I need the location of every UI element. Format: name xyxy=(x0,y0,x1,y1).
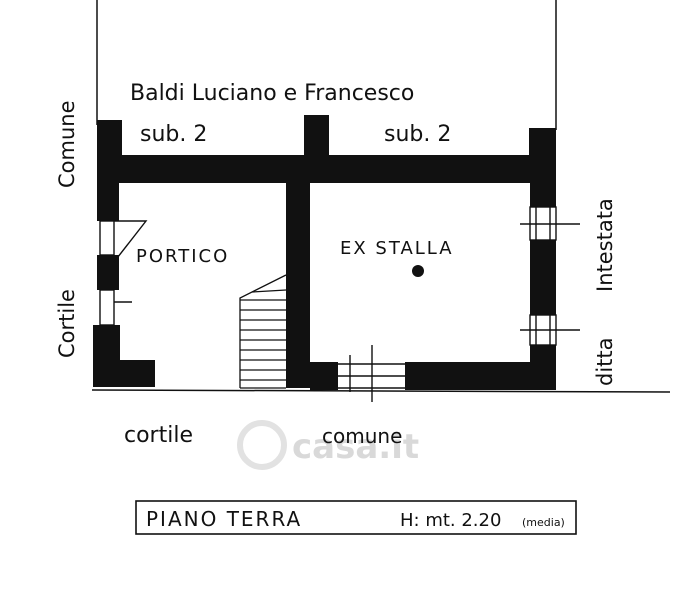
room-portico-label: PORTICO xyxy=(136,246,229,267)
ground-line xyxy=(91,389,671,393)
bottom-right-label: comune xyxy=(322,424,402,448)
floor-title: PIANO TERRA xyxy=(146,507,302,531)
walls xyxy=(93,115,556,390)
center-point-marker xyxy=(412,265,424,277)
left-wall-middle xyxy=(97,255,119,290)
watermark-logo-icon xyxy=(237,420,287,470)
right-wall-bottom xyxy=(530,345,556,390)
watermark: casa.it xyxy=(237,420,419,470)
floor-height-note: (media) xyxy=(522,516,565,529)
bottom-opening xyxy=(338,345,405,402)
bottom-wall-right xyxy=(405,362,530,390)
boundary-lines xyxy=(91,0,671,393)
sub-left-label: sub. 2 xyxy=(140,122,207,147)
watermark-text: casa.it xyxy=(292,427,419,467)
left-wall-corner xyxy=(120,360,155,387)
left-side-bottom-label: Cortile xyxy=(55,289,79,358)
left-door xyxy=(99,220,148,326)
room-stalla-label: EX STALLA xyxy=(340,238,454,259)
right-side-top-label: Intestata xyxy=(593,198,617,292)
top-middle-pillar xyxy=(304,115,329,160)
floor-height: H: mt. 2.20 xyxy=(400,510,501,531)
left-door-frame xyxy=(99,220,115,256)
sub-right-label: sub. 2 xyxy=(384,122,451,147)
right-side-bottom-label: ditta xyxy=(593,337,617,386)
left-window xyxy=(99,289,115,326)
floor-title-box: PIANO TERRA H: mt. 2.20 (media) xyxy=(135,500,577,535)
top-left-pillar xyxy=(97,120,122,160)
floor-title-frame xyxy=(135,500,577,535)
top-right-pillar xyxy=(529,128,556,160)
central-wall xyxy=(286,183,310,388)
right-wall-top xyxy=(530,183,556,207)
left-wall-lower xyxy=(93,325,120,387)
left-wall-upper xyxy=(97,183,119,221)
left-side-top-label: Comune xyxy=(55,100,79,188)
bottom-wall-left xyxy=(310,362,338,390)
right-windows xyxy=(520,206,580,346)
staircase xyxy=(239,274,287,389)
bottom-left-label: cortile xyxy=(124,423,193,448)
owner-label: Baldi Luciano e Francesco xyxy=(130,81,414,106)
right-wall-middle xyxy=(530,240,556,315)
